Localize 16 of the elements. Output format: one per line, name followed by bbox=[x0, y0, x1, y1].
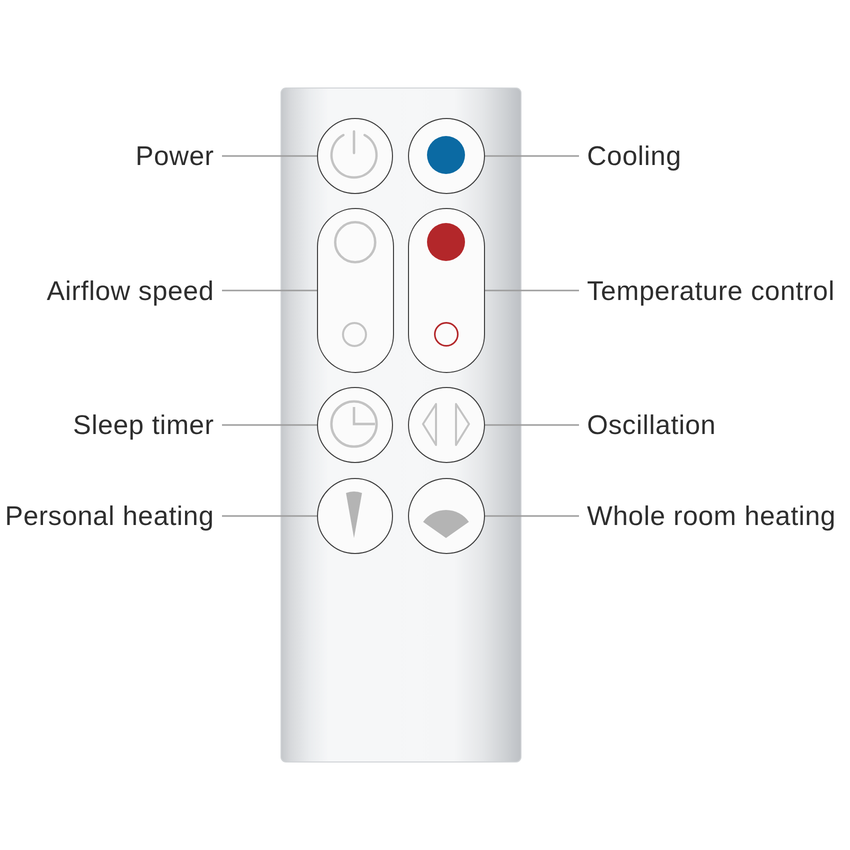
leader-line bbox=[485, 515, 579, 517]
leader-line bbox=[485, 155, 579, 157]
leader-line bbox=[222, 424, 317, 426]
callout-label: Whole room heating bbox=[579, 500, 836, 532]
leader-line bbox=[222, 515, 317, 517]
callout-label: Cooling bbox=[579, 140, 682, 172]
callout-label: Oscillation bbox=[579, 409, 716, 441]
leader-line bbox=[222, 155, 317, 157]
callout-label: Power bbox=[135, 140, 222, 172]
callout-label: Temperature control bbox=[579, 275, 835, 307]
callout-label: Airflow speed bbox=[46, 275, 222, 307]
leader-line bbox=[485, 290, 579, 292]
callout-label: Personal heating bbox=[4, 500, 222, 532]
leader-line bbox=[485, 424, 579, 426]
leader-line bbox=[222, 290, 317, 292]
callout-label: Sleep timer bbox=[73, 409, 222, 441]
